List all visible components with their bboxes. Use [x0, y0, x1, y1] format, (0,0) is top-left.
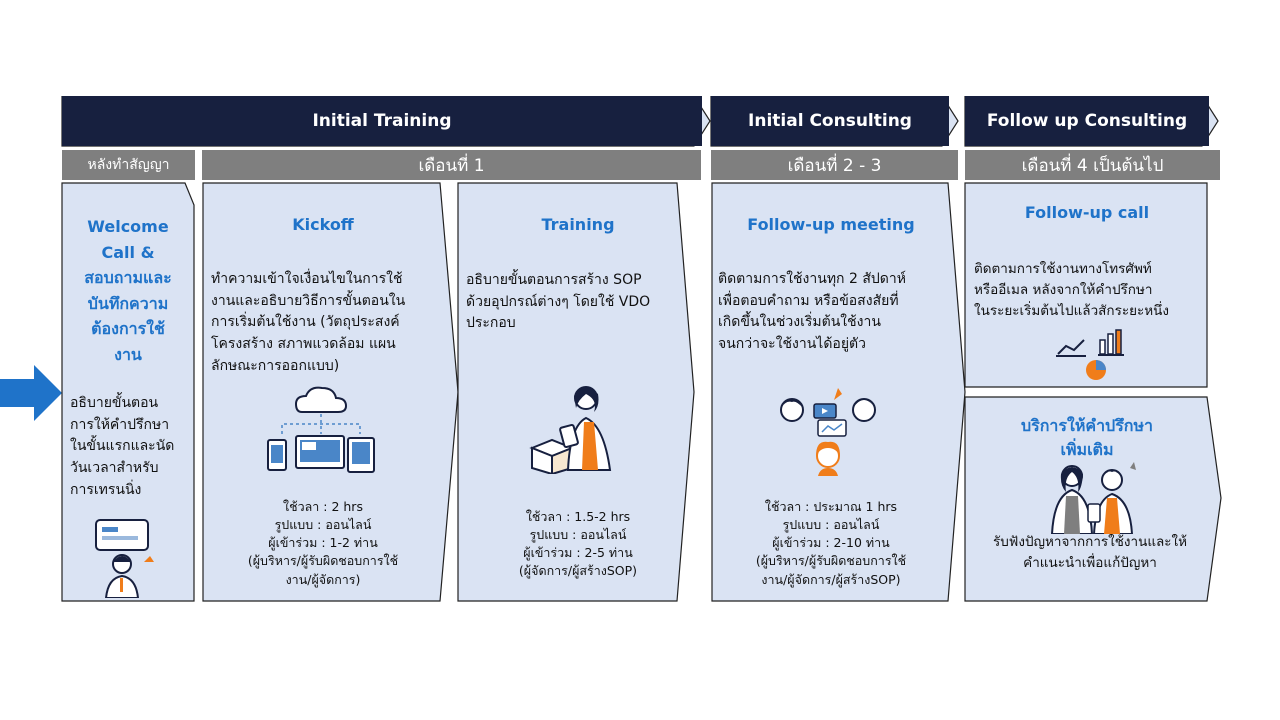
month-2-3: เดือนที่ 2 - 3 — [711, 150, 958, 180]
phase-initial-consulting: Initial Consulting — [711, 96, 949, 146]
extra-consult-title: บริการให้คำปรึกษา เพิ่มเติม — [1020, 416, 1154, 459]
training-description: อธิบายขั้นตอนการสร้าง SOP ด้วยอุปกรณ์ต่า… — [466, 272, 651, 332]
phase-initial-training: Initial Training — [62, 96, 702, 146]
month-1: เดือนที่ 1 — [202, 150, 701, 180]
training-title: Training — [541, 215, 615, 234]
phase-follow-up-consulting: Follow up Consulting — [965, 96, 1209, 146]
call-agent-icon — [95, 519, 154, 598]
online-meeting-icon — [780, 388, 876, 476]
welcome-title: Welcome Call & สอบถามและ บันทึกความ ต้อง… — [84, 217, 172, 364]
flow-arrow-icon — [0, 365, 62, 421]
followup-meeting-description: ติดตามการใช้งานทุก 2 สัปดาห์ เพื่อตอบคำถ… — [718, 271, 906, 353]
kickoff-description: ทำความเข้าใจเงื่อนไขในการใช้ งานและอธิบา… — [211, 271, 406, 374]
cloud-devices-icon — [267, 386, 375, 473]
trainer-with-box-icon — [529, 386, 612, 474]
training-details: ใช้วลา : 1.5-2 hrs รูปแบบ : ออนไลน์ ผู้เ… — [518, 509, 638, 579]
consultants-icon — [1050, 462, 1136, 534]
followup-call-title: Follow-up call — [1024, 203, 1150, 222]
month-after-contract: หลังทำสัญญา — [62, 150, 195, 180]
extra-consult-description: รับฟังปัญหาจากการใช้งานและให้ คำแนะนำเพื… — [992, 534, 1188, 571]
followup-meeting-details: ใช้วลา : ประมาณ 1 hrs รูปแบบ : ออนไลน์ ผ… — [755, 499, 907, 587]
analytics-charts-icon — [1056, 329, 1124, 380]
followup-call-description: ติดตามการใช้งานทางโทรศัพท์ หรืออีเมล หลั… — [974, 261, 1169, 319]
kickoff-details: ใช้วลา : 2 hrs รูปแบบ : ออนไลน์ ผู้เข้าร… — [247, 499, 399, 587]
kickoff-title: Kickoff — [292, 215, 354, 234]
followup-meeting-title: Follow-up meeting — [747, 215, 915, 234]
month-4-on: เดือนที่ 4 เป็นต้นไป — [965, 150, 1220, 180]
welcome-description: อธิบายขั้นตอน การให้คำปรึกษา ในขั้นแรกแล… — [70, 395, 175, 498]
